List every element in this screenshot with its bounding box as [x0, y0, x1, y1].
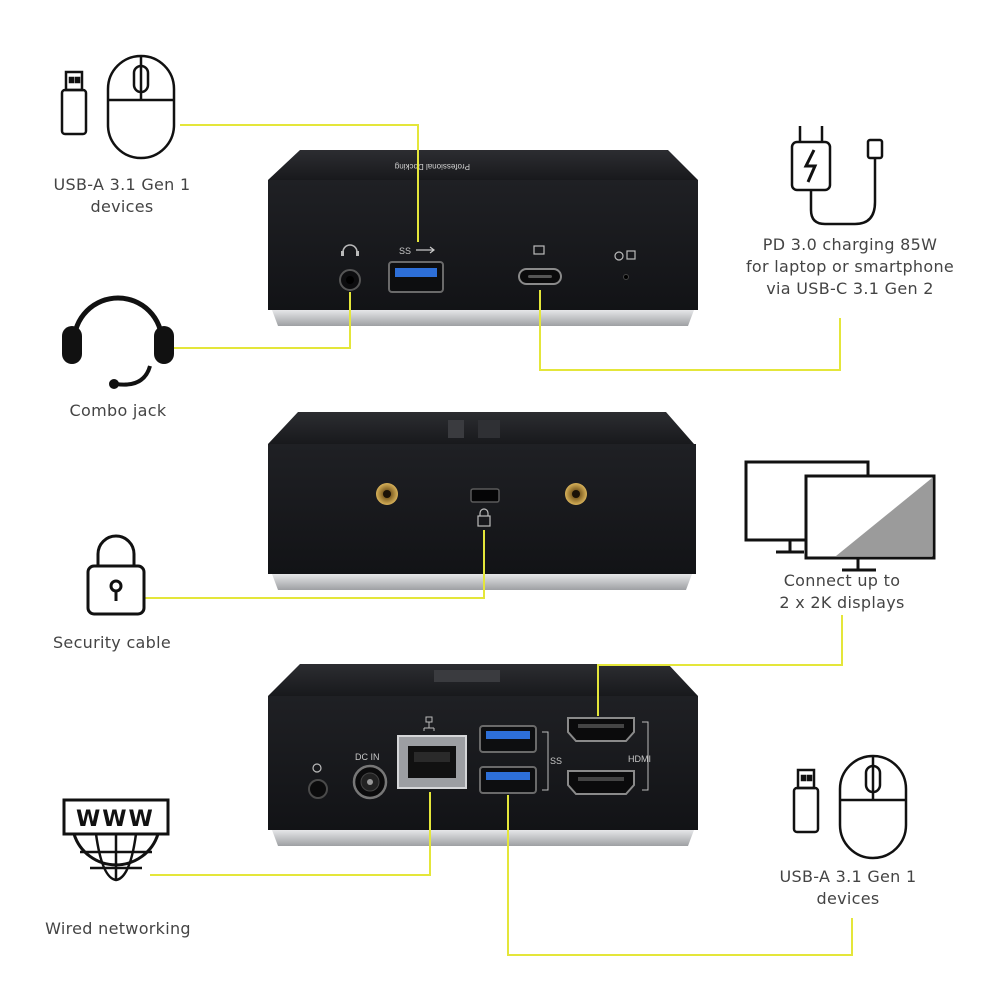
ethernet-port — [397, 716, 467, 789]
label-usb-a-bottom: USB-A 3.1 Gen 1 devices — [779, 867, 917, 908]
headset-small-icon — [341, 244, 359, 256]
brand-text: Professional Docking — [395, 162, 470, 171]
headset-icon — [62, 295, 174, 389]
label-pd-charging: PD 3.0 charging 85W for laptop or smartp… — [745, 235, 955, 298]
usb-stick-icon — [60, 70, 88, 136]
usb-c-port — [518, 245, 562, 285]
line-combo-jack — [165, 292, 351, 349]
mouse-icon — [106, 54, 176, 160]
security-lock-slot — [470, 488, 500, 503]
www-text: WWW — [76, 807, 155, 832]
device-front-view: Professional Docking SS — [268, 150, 698, 326]
power-small-icon — [614, 251, 624, 261]
device-front-face — [268, 180, 698, 310]
device-side-view — [268, 412, 696, 590]
power-indicator — [614, 250, 636, 280]
usb-a-port-front: SS — [388, 246, 444, 293]
device-base — [272, 830, 694, 846]
line-security — [145, 530, 485, 599]
label-usb-a-top: USB-A 3.1 Gen 1 devices — [53, 175, 191, 216]
line-usb-top — [180, 124, 419, 242]
line-networking — [150, 792, 431, 876]
device-top-face — [268, 150, 698, 180]
power-small-icon — [312, 763, 322, 773]
device-base — [272, 574, 692, 590]
www-globe-icon: WWW — [62, 798, 170, 882]
mouse-icon — [838, 754, 908, 860]
hdmi-port-1 — [567, 717, 635, 742]
usb-a-port-rear-1 — [479, 725, 537, 753]
charger-icon — [790, 126, 884, 226]
network-small-icon — [423, 716, 435, 731]
hdmi-label: HDMI — [628, 754, 651, 764]
label-displays: Connect up to 2 x 2K displays — [779, 571, 905, 612]
usb-symbol-icon — [416, 246, 435, 254]
device-rear-view: DC IN SS — [268, 664, 698, 846]
dc-in-port: DC IN — [352, 752, 388, 800]
usb-stick-icon — [792, 768, 820, 834]
laptop-small-icon — [533, 245, 545, 255]
ss-label: SS — [399, 246, 411, 256]
ss-label: SS — [550, 756, 562, 766]
hdmi-bracket — [642, 721, 649, 791]
label-wired-networking: Wired networking — [45, 919, 191, 938]
lock-small-icon — [477, 508, 491, 527]
line-pd-charging — [539, 290, 841, 371]
line-displays — [597, 615, 843, 716]
padlock-icon — [86, 534, 146, 616]
power-button — [308, 763, 328, 799]
combo-jack-port — [339, 244, 361, 291]
dc-in-label: DC IN — [355, 752, 380, 762]
monitors-icon — [744, 460, 936, 572]
label-combo-jack: Combo jack — [69, 401, 167, 420]
label-security-cable: Security cable — [52, 633, 172, 652]
usb-bracket — [542, 731, 549, 791]
device-base — [272, 310, 694, 326]
hdmi-port-2 — [567, 770, 635, 795]
line-usb-bottom — [507, 795, 853, 956]
usb-a-port-rear-2 — [479, 766, 537, 794]
connector-lines — [145, 124, 853, 956]
